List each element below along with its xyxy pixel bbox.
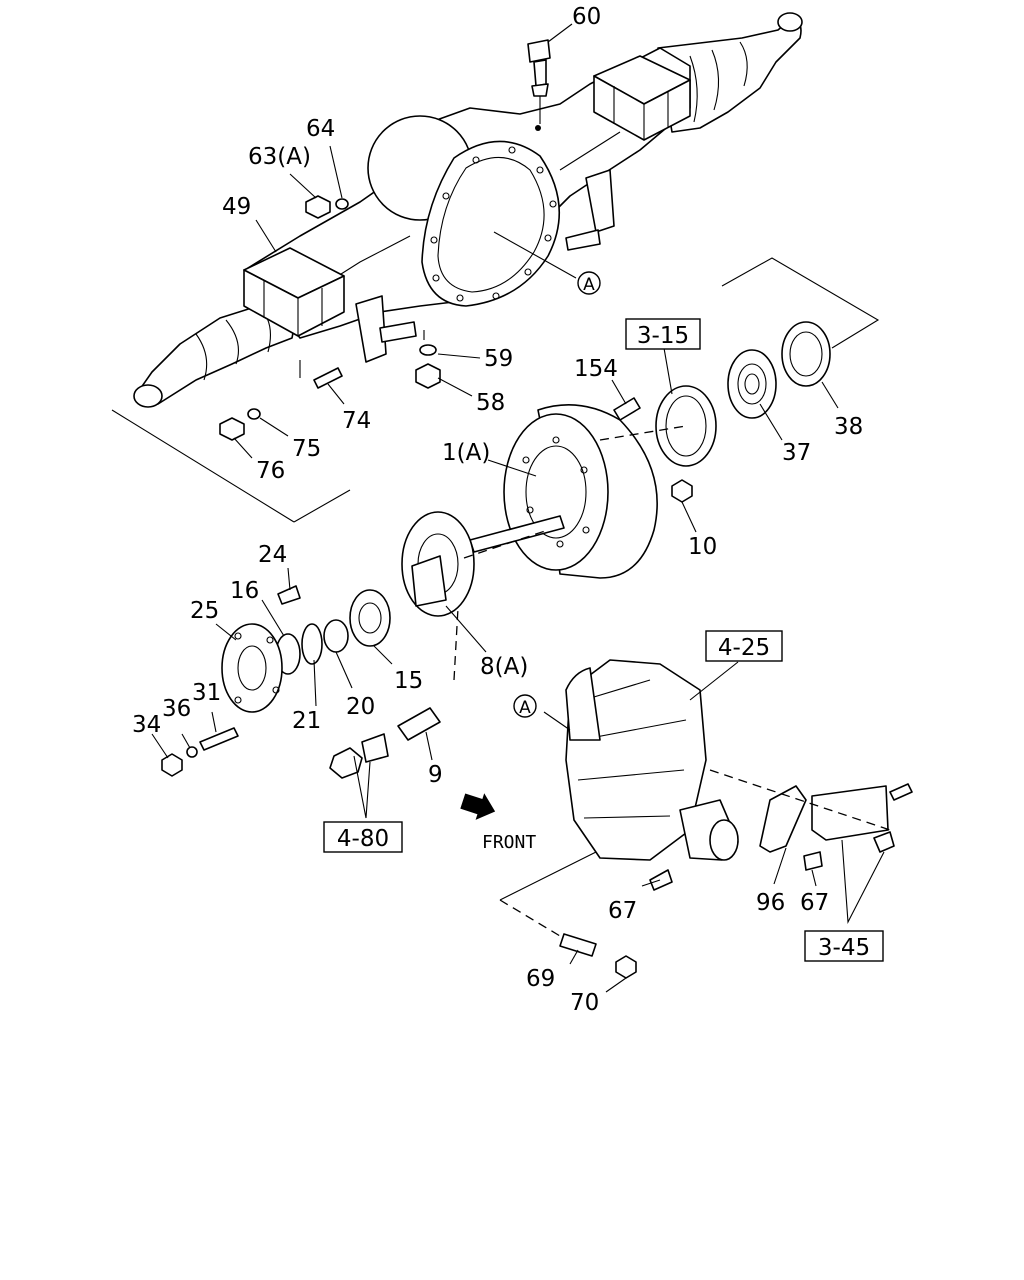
callout-67a: 67 — [608, 898, 637, 924]
svg-text:3-45: 3-45 — [818, 935, 870, 961]
callout-67b: 67 — [800, 890, 829, 916]
svg-text:4-25: 4-25 — [718, 635, 770, 661]
callout-37: 37 — [782, 440, 811, 466]
svg-text:A: A — [519, 698, 531, 718]
callout-49: 49 — [222, 194, 251, 220]
callout-34: 34 — [132, 712, 161, 738]
marker-a-differential: A — [513, 694, 537, 718]
callout-70: 70 — [570, 990, 599, 1016]
reference-box-4-80: 4-80 — [323, 821, 403, 853]
callout-38: 38 — [834, 414, 863, 440]
differential-carrier — [559, 659, 913, 979]
assembly-lines — [111, 257, 891, 937]
reference-box-3-15: 3-15 — [625, 318, 701, 350]
front-direction-label: FRONT — [482, 832, 536, 853]
svg-text:4-80: 4-80 — [337, 826, 389, 852]
reference-box-3-45: 3-45 — [804, 930, 884, 962]
callout-63: 63(A) — [248, 144, 311, 170]
axle-housing — [133, 12, 803, 408]
axle-shaft-assembly — [161, 321, 831, 779]
front-arrow-icon — [460, 793, 496, 820]
callout-59: 59 — [484, 346, 513, 372]
callout-64: 64 — [306, 116, 335, 142]
callout-75: 75 — [292, 436, 321, 462]
callout-74: 74 — [342, 408, 371, 434]
leader-lines — [151, 23, 885, 993]
svg-text:A: A — [583, 275, 595, 295]
callout-9: 9 — [428, 762, 443, 788]
housing-fasteners — [219, 195, 441, 441]
callout-labels: 60 64 63(A) 49 59 58 74 75 76 154 1(A) 1… — [132, 4, 863, 1016]
callout-16: 16 — [230, 578, 259, 604]
callout-24: 24 — [258, 542, 287, 568]
callout-15: 15 — [394, 668, 423, 694]
callout-58: 58 — [476, 390, 505, 416]
callout-31: 31 — [192, 680, 221, 706]
marker-a-housing: A — [577, 271, 601, 295]
callout-8a: 8(A) — [480, 654, 528, 680]
callout-21: 21 — [292, 708, 321, 734]
callout-25: 25 — [190, 598, 219, 624]
callout-10: 10 — [688, 534, 717, 560]
breather-60 — [527, 39, 551, 124]
callout-96: 96 — [756, 890, 785, 916]
svg-text:3-15: 3-15 — [637, 323, 689, 349]
reference-box-4-25: 4-25 — [705, 630, 783, 662]
callout-154: 154 — [574, 356, 618, 382]
callout-69: 69 — [526, 966, 555, 992]
callout-36: 36 — [162, 696, 191, 722]
callout-76: 76 — [256, 458, 285, 484]
callout-1a: 1(A) — [442, 440, 490, 466]
callout-20: 20 — [346, 694, 375, 720]
callout-60: 60 — [572, 4, 601, 30]
